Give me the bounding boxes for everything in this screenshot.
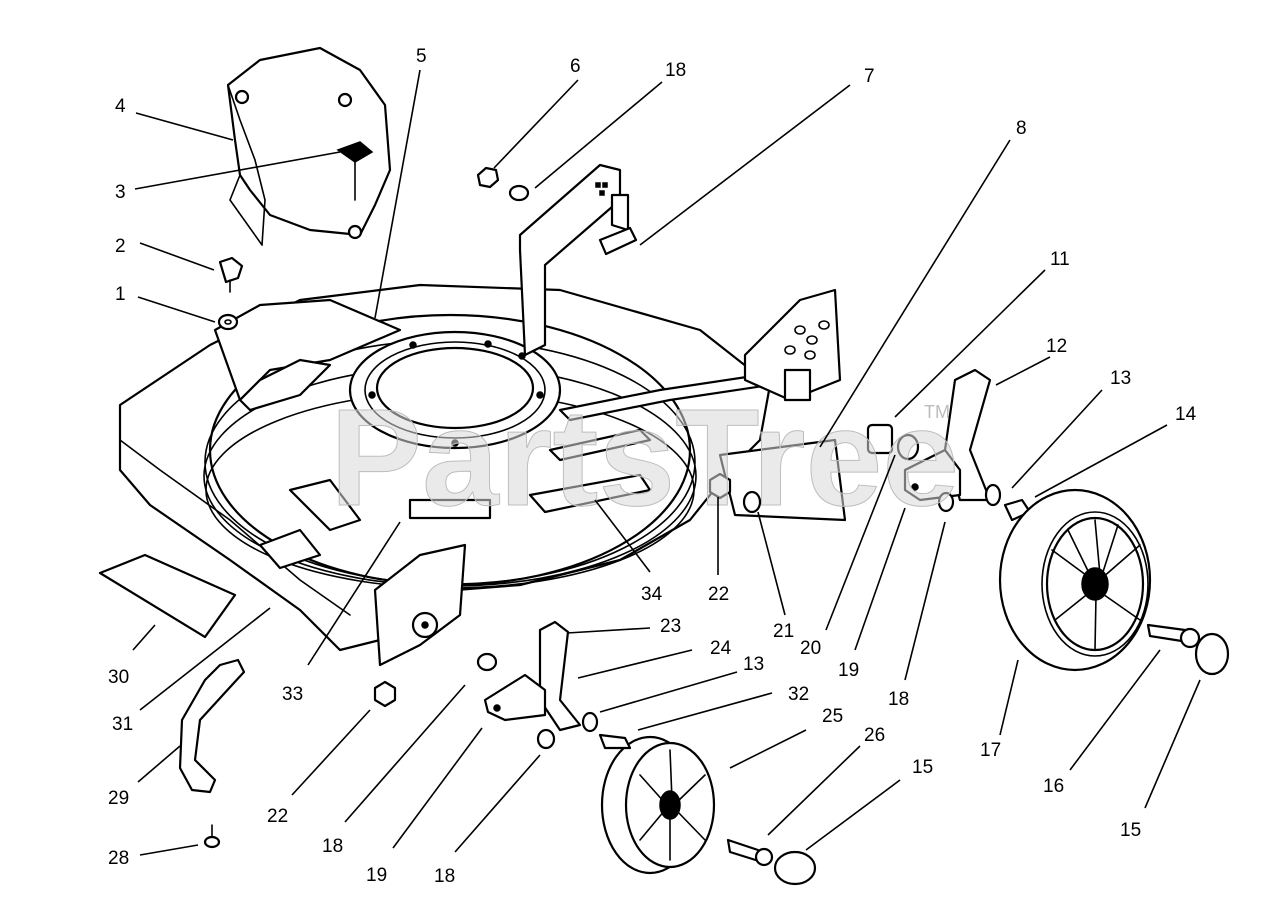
callout-26: 26 <box>864 725 885 746</box>
washer-18-front-b <box>536 728 556 750</box>
callout-22-right: 22 <box>708 584 729 605</box>
strap-29 <box>178 658 246 794</box>
callout-16: 16 <box>1043 776 1064 797</box>
callout-8: 8 <box>1016 118 1027 139</box>
washer-21 <box>742 490 762 514</box>
callout-19-front: 19 <box>366 865 387 886</box>
nut-22-front <box>373 680 397 708</box>
washer-18-top <box>508 184 530 202</box>
callout-5: 5 <box>416 46 427 67</box>
callout-14: 14 <box>1175 404 1197 425</box>
callout-29: 29 <box>108 788 129 809</box>
callout-13-right: 13 <box>1110 368 1131 389</box>
front-left-bracket <box>373 543 467 667</box>
discharge-door <box>226 46 392 246</box>
washer-18-front-a <box>476 652 498 672</box>
leader-lines <box>132 69 1201 856</box>
washer-18-right <box>937 491 955 513</box>
watermark-tm: TM <box>924 402 950 422</box>
spacer-7 <box>598 226 638 256</box>
callout-28: 28 <box>108 848 129 869</box>
right-side-bracket <box>743 288 842 402</box>
callout-15-right: 15 <box>1120 820 1141 841</box>
decal-30 <box>98 553 237 639</box>
callout-18-right: 18 <box>888 689 909 710</box>
callout-18-front-a: 18 <box>322 836 343 857</box>
callout-30: 30 <box>108 667 129 688</box>
callout-18-top: 18 <box>665 60 686 81</box>
spacer-11 <box>866 423 894 455</box>
callout-7: 7 <box>864 66 875 87</box>
callout-31: 31 <box>112 714 133 735</box>
screw-28 <box>203 824 221 849</box>
callout-17: 17 <box>980 740 1001 761</box>
callout-32: 32 <box>788 684 809 705</box>
washer-20 <box>896 433 920 461</box>
mower-deck <box>118 283 772 652</box>
callout-24: 24 <box>710 638 732 659</box>
callout-12: 12 <box>1046 336 1067 357</box>
hub-cap-15-right <box>1194 632 1230 676</box>
callout-25: 25 <box>822 706 843 727</box>
callout-21: 21 <box>773 621 794 642</box>
washer-13-front <box>581 711 599 733</box>
callout-6: 6 <box>570 56 581 77</box>
rear-wheel <box>998 488 1152 672</box>
callout-19-right: 19 <box>838 660 859 681</box>
callout-3: 3 <box>115 182 126 203</box>
watermark-text: PartsTree <box>330 381 959 535</box>
callout-33: 33 <box>282 684 303 705</box>
nut-6 <box>476 166 500 189</box>
callout-22-front: 22 <box>267 806 288 827</box>
callout-23: 23 <box>660 616 681 637</box>
callout-34: 34 <box>641 584 663 605</box>
callout-20: 20 <box>800 638 821 659</box>
callout-labels: 1 2 3 4 5 6 18 7 8 11 12 13 14 30 31 33 … <box>108 46 1197 887</box>
callout-13-front: 13 <box>743 654 764 675</box>
callout-4: 4 <box>115 96 126 117</box>
callout-15-front: 15 <box>912 757 933 778</box>
bolt-32 <box>598 733 632 750</box>
front-wheel <box>600 735 716 875</box>
callout-1: 1 <box>115 284 126 305</box>
callout-18-front-b: 18 <box>434 866 455 887</box>
callout-11: 11 <box>1050 249 1070 270</box>
nut-22-right <box>708 472 732 500</box>
hub-cap-15-front <box>773 850 817 886</box>
washer-1 <box>217 313 239 331</box>
rear-handle-bracket <box>518 163 630 357</box>
height-adjuster-front <box>483 620 582 732</box>
height-adjuster-right <box>903 368 992 502</box>
washer-13-right <box>984 483 1002 507</box>
callout-2: 2 <box>115 236 126 257</box>
bolt-2 <box>218 256 244 293</box>
